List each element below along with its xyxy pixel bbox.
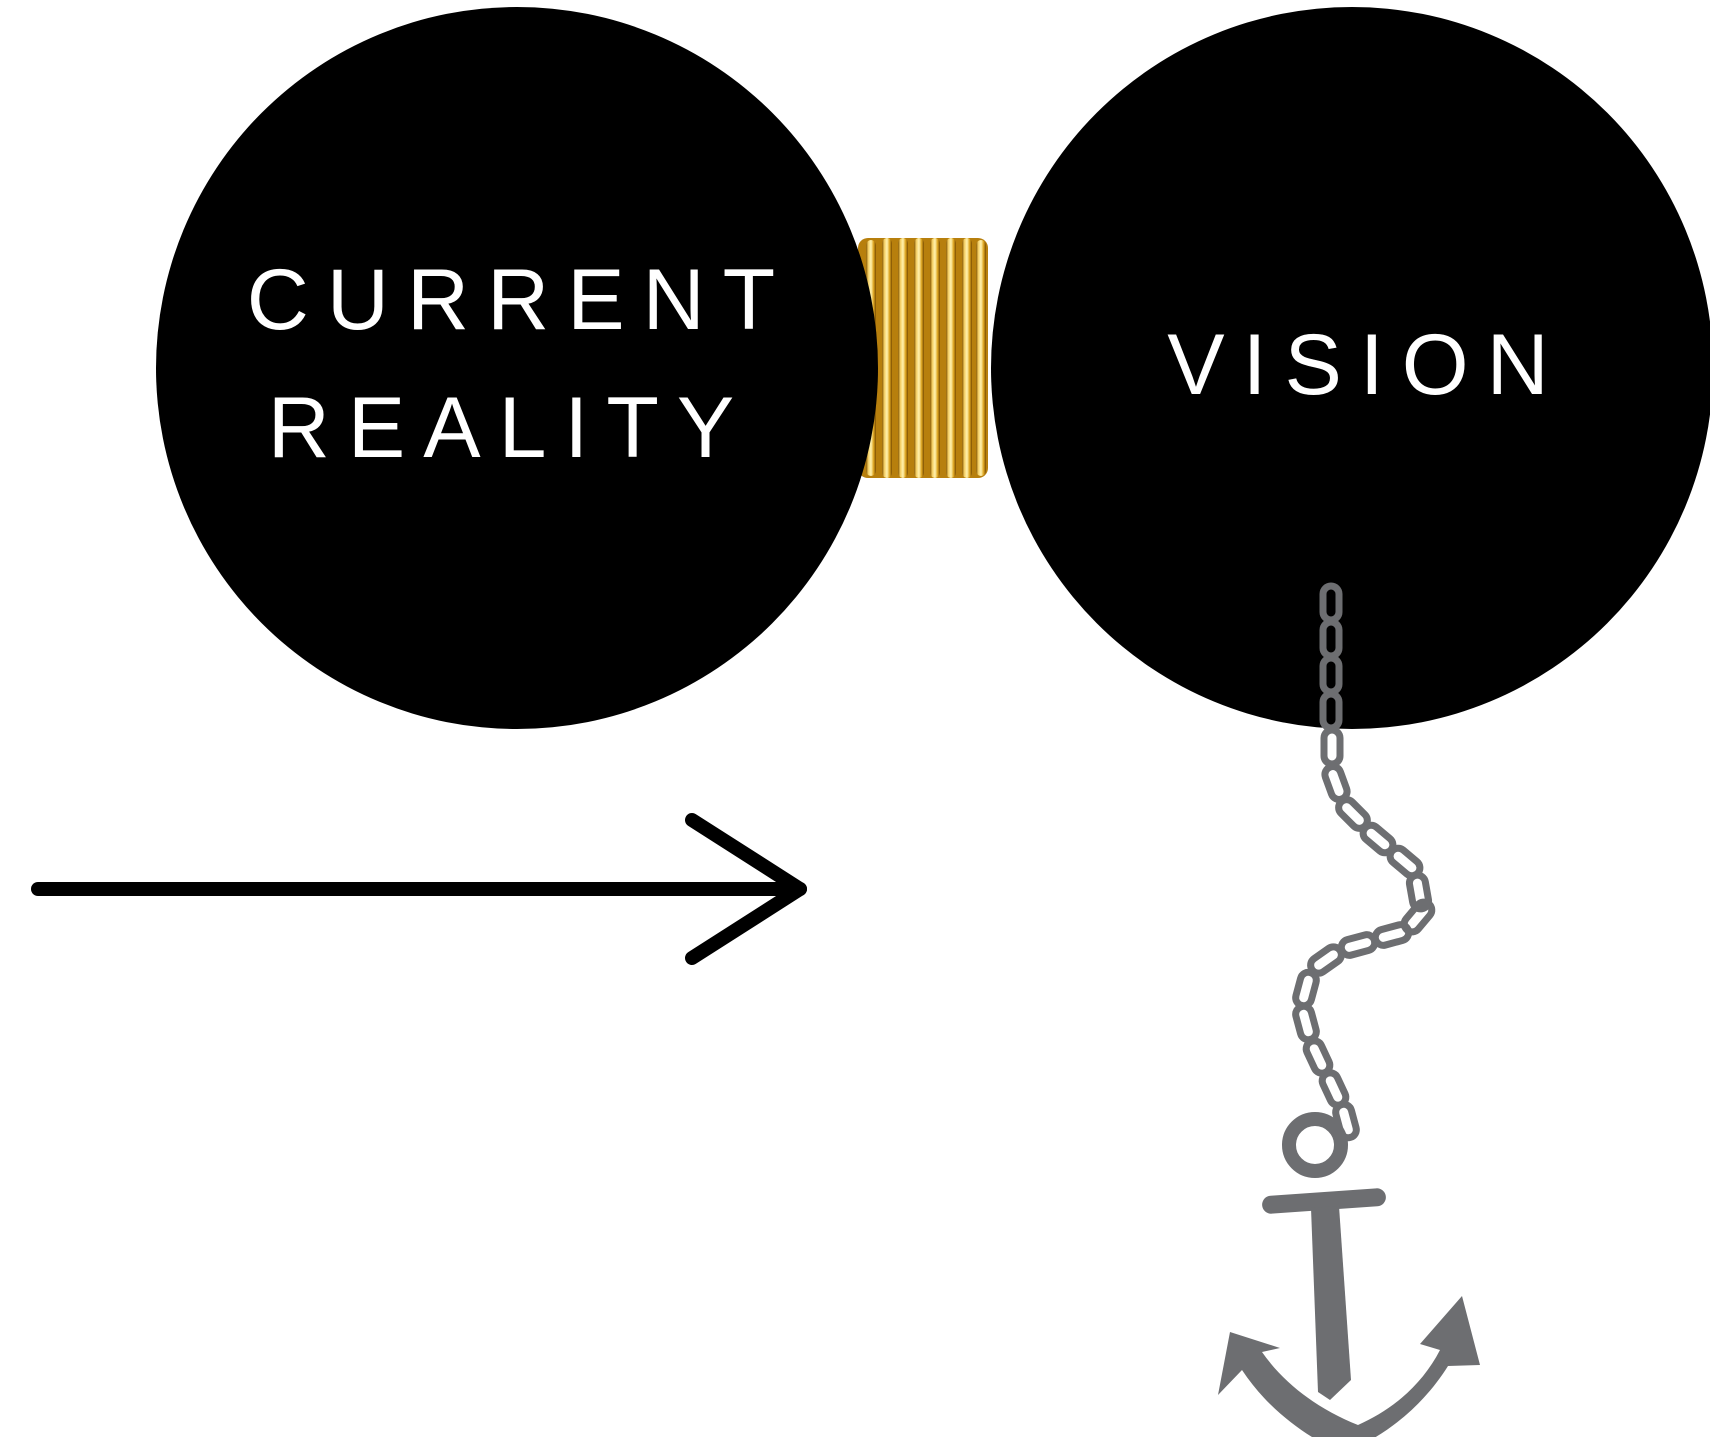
current-reality-line2: REALITY	[268, 380, 752, 476]
current-reality-node: CURRENT REALITY	[156, 7, 878, 729]
right-arrow-icon	[31, 813, 807, 965]
vision-circle	[991, 7, 1710, 729]
vision-label: VISION	[1167, 317, 1567, 413]
current-reality-line1: CURRENT	[247, 252, 793, 348]
gold-spring-icon	[858, 238, 988, 478]
current-reality-circle	[156, 7, 878, 729]
anchor-icon	[1218, 1112, 1480, 1437]
vision-node: VISION	[991, 7, 1710, 729]
